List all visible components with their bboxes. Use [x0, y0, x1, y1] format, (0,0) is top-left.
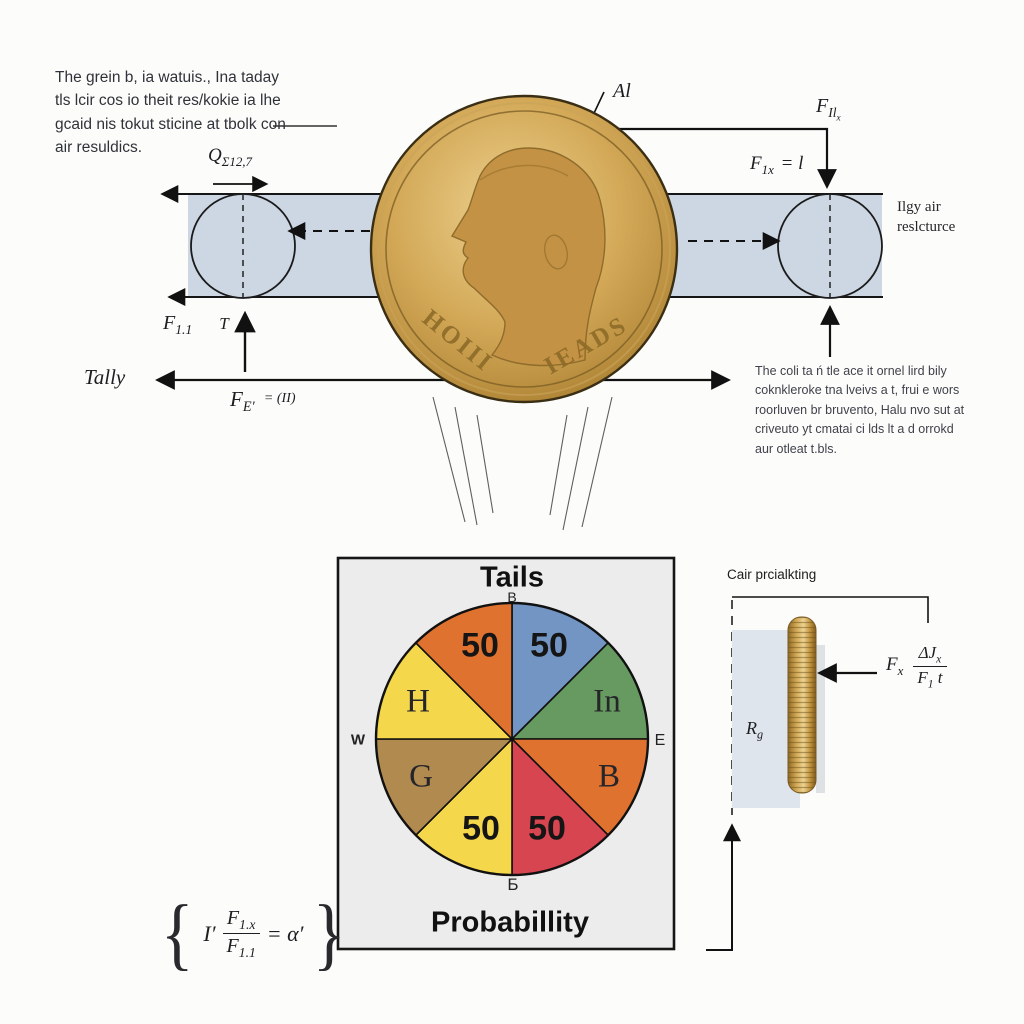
- q-base: Q: [208, 145, 222, 166]
- al-text: Al: [613, 80, 631, 102]
- fhx-label: FIlx: [816, 95, 841, 123]
- equation-fraction: F1.x F1.1: [222, 907, 260, 961]
- sector-label-b: B: [597, 758, 621, 795]
- rg-sub: g: [757, 727, 764, 742]
- f1x-rest: = l: [780, 153, 804, 174]
- air-note-line2: reslcturce: [897, 219, 956, 236]
- left-coin-outline: [190, 193, 296, 299]
- box-to-panel-arrow: [706, 823, 741, 951]
- pie-title: Tails: [480, 561, 544, 594]
- q-label: QΣ12,7: [208, 145, 252, 170]
- fx-sub: x: [897, 663, 904, 679]
- gold-coin: HOIII IEADS: [369, 94, 679, 404]
- fe-rest: = (II): [263, 391, 296, 406]
- equation-numerator: F1.x: [226, 907, 256, 933]
- brace-right: }: [313, 890, 347, 978]
- pie-footer: Probabillity: [431, 906, 589, 939]
- sector-label-in: In: [593, 683, 621, 720]
- dashed-velocity-arrows: [287, 222, 781, 250]
- right-coin-outline: [777, 193, 883, 299]
- f11-sub: 1.1: [175, 322, 193, 337]
- f11-base: F: [163, 312, 176, 334]
- hairline: [479, 164, 569, 181]
- sector-label-h: H: [406, 683, 430, 720]
- equation: { I′ F1.x F1.1 = α′ }: [158, 890, 349, 978]
- fe-base: F: [230, 387, 243, 411]
- ear: [544, 234, 568, 270]
- sector-label-50-red: 50: [528, 809, 566, 848]
- fx-label: Fx: [886, 654, 903, 679]
- air-note-line1: Ilgy air: [897, 199, 941, 215]
- equation-lhs: I′: [203, 921, 216, 946]
- fx-base: F: [886, 654, 898, 676]
- fhx-subsub: x: [836, 112, 841, 123]
- sector-label-g: G: [409, 758, 433, 795]
- fx-fraction: ΔJx F1 t: [913, 643, 947, 691]
- fraction-denominator: F1 t: [913, 665, 947, 691]
- edge-panel-caption: Cair prcialkting: [727, 567, 817, 582]
- side-line: roorluven br bruvento, Halu nvo sut at: [755, 402, 965, 417]
- equation-rhs: = α′: [266, 921, 304, 946]
- portrait-profile: [450, 147, 606, 367]
- sector-label-50-orange: 50: [461, 626, 499, 665]
- fhx-base: F: [816, 95, 829, 117]
- pie-north-letter: B: [507, 589, 517, 605]
- pie-west-letter: W: [350, 731, 366, 749]
- pie-south-letter: Б: [507, 875, 519, 894]
- coin-edge-panel: [706, 596, 929, 951]
- intro-line: air resuldics.: [55, 138, 142, 156]
- fraction-numerator: ΔJx: [918, 643, 942, 666]
- probability-pie: [374, 601, 650, 877]
- tally-text: Tally: [84, 365, 126, 389]
- al-label: Al: [613, 80, 631, 103]
- f1x-label: F1x = l: [750, 153, 803, 178]
- intro-note: The grein b, ia watuis., Ina taday tls l…: [55, 66, 355, 159]
- side-line: coknkleroke tna lveivs a t, frui e wors: [755, 383, 960, 398]
- f11-extra: T: [219, 314, 229, 333]
- pie-east-letter: E: [654, 732, 666, 749]
- fhx-sub: Il: [828, 105, 837, 120]
- intro-line: gcaid nis tokut sticine at tbolk con: [55, 115, 286, 133]
- tally-label: Tally: [84, 365, 125, 390]
- motion-lines: [432, 396, 613, 531]
- sector-label-50-blue: 50: [530, 626, 568, 665]
- equation-denominator: F1.1: [222, 933, 260, 961]
- sector-label-50-yellow: 50: [462, 809, 500, 848]
- rg-label: Rg: [746, 718, 763, 743]
- fhx-down-arrow: [617, 127, 837, 189]
- rg-base: R: [746, 718, 757, 738]
- fe-sub: E′: [242, 399, 255, 416]
- f1x-base: F: [750, 153, 762, 174]
- intro-line: tls lcir cos io theit res/kokie ia lhe: [55, 92, 281, 110]
- q-sub: Σ12,7: [221, 153, 252, 169]
- f1x-sub: 1x: [761, 161, 774, 177]
- side-note: The coli ta ń tle ace it ornel lird bily…: [755, 362, 1005, 459]
- side-line: criveuto yt cmatai ci lds lt a d orrokd: [755, 422, 954, 437]
- f11-label: F1.1 T: [163, 312, 229, 338]
- fx-fraction-label: Fx ΔJx F1 t: [886, 643, 947, 690]
- brace-left: {: [160, 890, 194, 978]
- intro-line: The grein b, ia watuis., Ina taday: [55, 69, 280, 86]
- fe-label: FE′ = (II): [230, 387, 296, 416]
- air-resistance-note: Ilgy air reslcturce: [897, 197, 955, 238]
- side-line: aur otleat t.bls.: [755, 441, 837, 456]
- side-line: The coli ta ń tle ace it ornel lird bily: [755, 364, 947, 378]
